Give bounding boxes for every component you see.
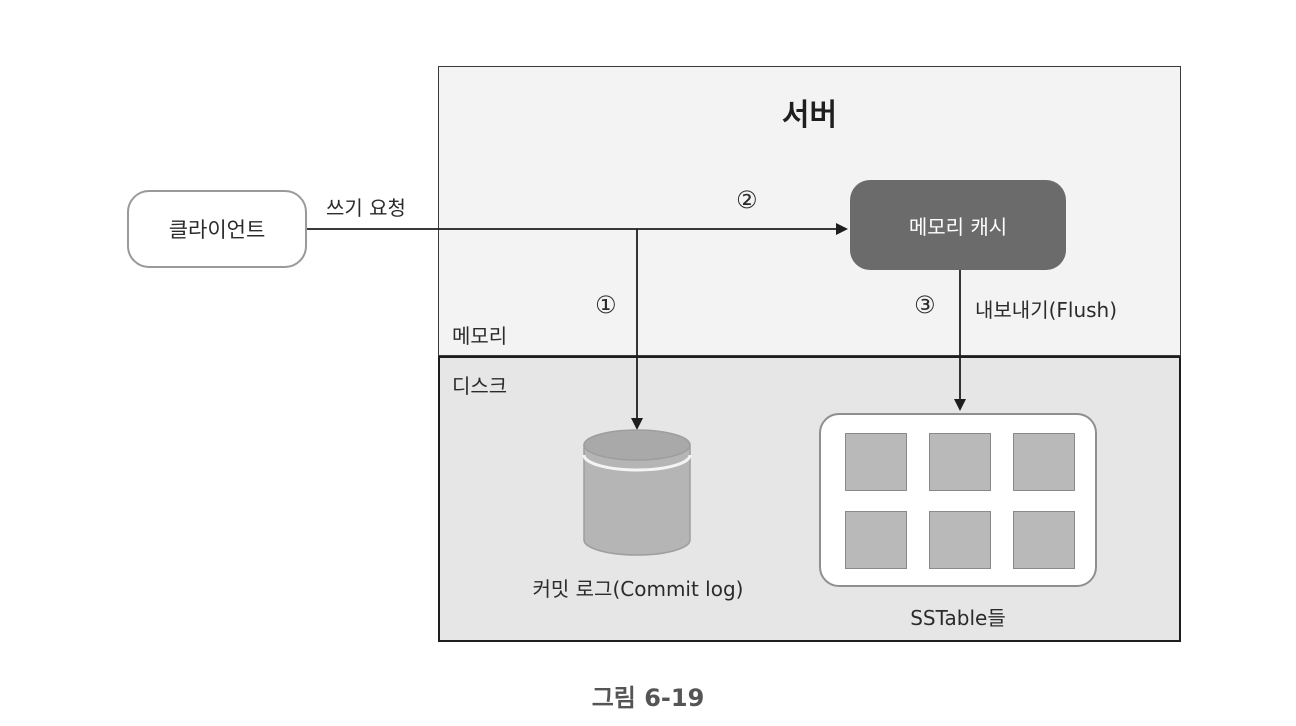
sstable-cell <box>845 511 907 569</box>
flush-label: 내보내기(Flush) <box>975 298 1118 322</box>
memory-cache-label: 메모리 캐시 <box>908 214 1008 239</box>
step-3-marker: ③ <box>914 291 936 319</box>
sstable-cell <box>845 433 907 491</box>
write-request-label: 쓰기 요청 <box>326 196 406 220</box>
disk-label: 디스크 <box>452 374 508 398</box>
memory-label: 메모리 <box>452 324 508 348</box>
client-label: 클라이언트 <box>168 218 266 242</box>
sstable-cell <box>929 511 991 569</box>
sstable-cell <box>1013 511 1075 569</box>
figure-caption: 그림 6-19 <box>591 684 705 712</box>
memory-cache-node: 메모리 캐시 <box>850 180 1066 270</box>
step-1-marker: ① <box>595 291 617 319</box>
client-node: 클라이언트 <box>127 190 307 268</box>
commit-log-cylinder-icon <box>582 429 692 556</box>
step-2-marker: ② <box>736 186 758 214</box>
commit-log-label: 커밋 로그(Commit log) <box>532 577 744 601</box>
sstable-cell <box>929 433 991 491</box>
sstables-container <box>819 413 1097 587</box>
server-title: 서버 <box>781 98 838 133</box>
sstables-label: SSTable들 <box>910 606 1006 630</box>
sstable-cell <box>1013 433 1075 491</box>
